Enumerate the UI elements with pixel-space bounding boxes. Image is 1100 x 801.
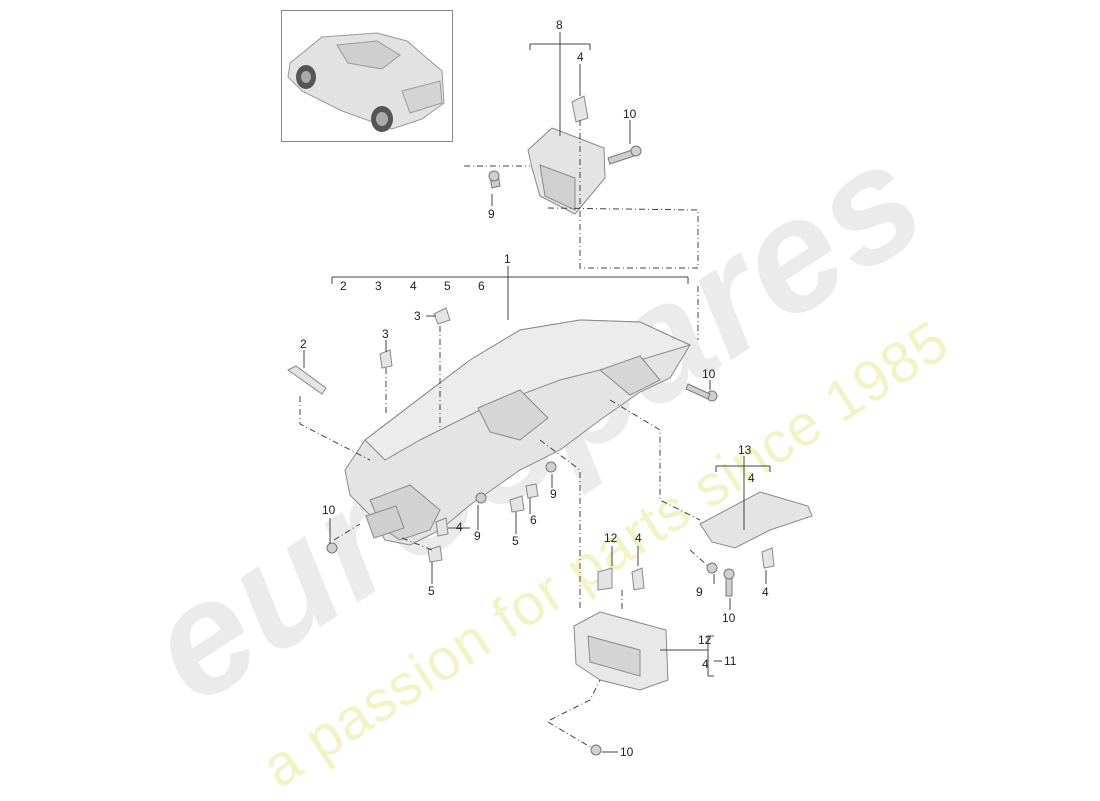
callout-10-bottom: 10	[620, 745, 634, 759]
callout-9-mid-right: 9	[550, 487, 557, 501]
callout-4-clip-right: 4	[762, 585, 769, 599]
callout-12-frame: 12	[698, 633, 712, 647]
clip-12	[597, 567, 613, 591]
callout-1-sub-3: 3	[375, 279, 382, 293]
clip-5-lower	[427, 545, 443, 563]
bolt-9-bottom	[706, 562, 718, 574]
callout-1-sub-2: 2	[340, 279, 347, 293]
callout-10-left: 10	[322, 503, 336, 517]
vehicle-thumbnail	[281, 10, 453, 142]
bolt-9-top-head	[488, 170, 500, 182]
callout-8: 8	[556, 18, 563, 32]
callout-8-sub-4: 4	[577, 50, 584, 64]
callout-4-left: 4	[456, 520, 463, 534]
bolt-10-top	[607, 149, 635, 165]
dashboard-vent-right	[599, 355, 661, 396]
dashboard-upper-surface	[364, 319, 692, 461]
callout-4-clip-mid: 4	[635, 531, 642, 545]
callout-10-right: 10	[702, 367, 716, 381]
bolt-10-right-shank	[685, 383, 711, 400]
callout-6: 6	[530, 513, 537, 527]
callout-1-sub-5: 5	[444, 279, 451, 293]
callout-3-left: 3	[382, 327, 389, 341]
cross-member-13	[699, 491, 813, 549]
clip-3-upper	[433, 307, 451, 325]
bolt-10-left	[326, 542, 338, 554]
callout-9-bottom: 9	[696, 585, 703, 599]
bolt-10-top-head	[630, 145, 642, 157]
callout-13-sub-4: 4	[748, 471, 755, 485]
callout-10-bottom-right: 10	[722, 611, 736, 625]
callout-11-sub-4: 4	[702, 657, 709, 671]
clip-4-mid	[631, 567, 645, 591]
dashboard-vent-left	[477, 389, 549, 441]
callout-1: 1	[504, 252, 511, 266]
steering-support-face	[539, 164, 576, 211]
mount-block-left	[365, 505, 405, 539]
clip-3-left	[379, 349, 393, 369]
callout-5-mid: 5	[512, 534, 519, 548]
clip-5-upper	[509, 495, 525, 513]
callout-12-clip: 12	[604, 531, 618, 545]
car-illustration	[287, 32, 445, 132]
bolt-9-mid-a	[475, 492, 487, 504]
clip-4-right	[761, 547, 775, 569]
callout-10-top: 10	[623, 107, 637, 121]
callout-9-mid: 9	[474, 529, 481, 543]
callout-5-lower: 5	[428, 584, 435, 598]
callout-11: 11	[724, 654, 737, 668]
callout-2: 2	[300, 337, 307, 351]
retainer-2	[287, 365, 327, 395]
callout-13: 13	[738, 443, 752, 457]
clip-6	[525, 483, 539, 499]
callout-1-sub-6: 6	[478, 279, 485, 293]
bolt-10-bottom	[590, 744, 602, 756]
callout-3-upper: 3	[414, 309, 421, 323]
bolt-10-bottom-right-head	[723, 568, 735, 580]
bolt-9-mid-b	[545, 461, 557, 473]
callout-9-top: 9	[488, 207, 495, 221]
callout-1-sub-4: 4	[410, 279, 417, 293]
clip-4-left	[435, 517, 449, 537]
clip-4-top	[571, 95, 589, 123]
storage-frame-inner	[587, 635, 641, 677]
